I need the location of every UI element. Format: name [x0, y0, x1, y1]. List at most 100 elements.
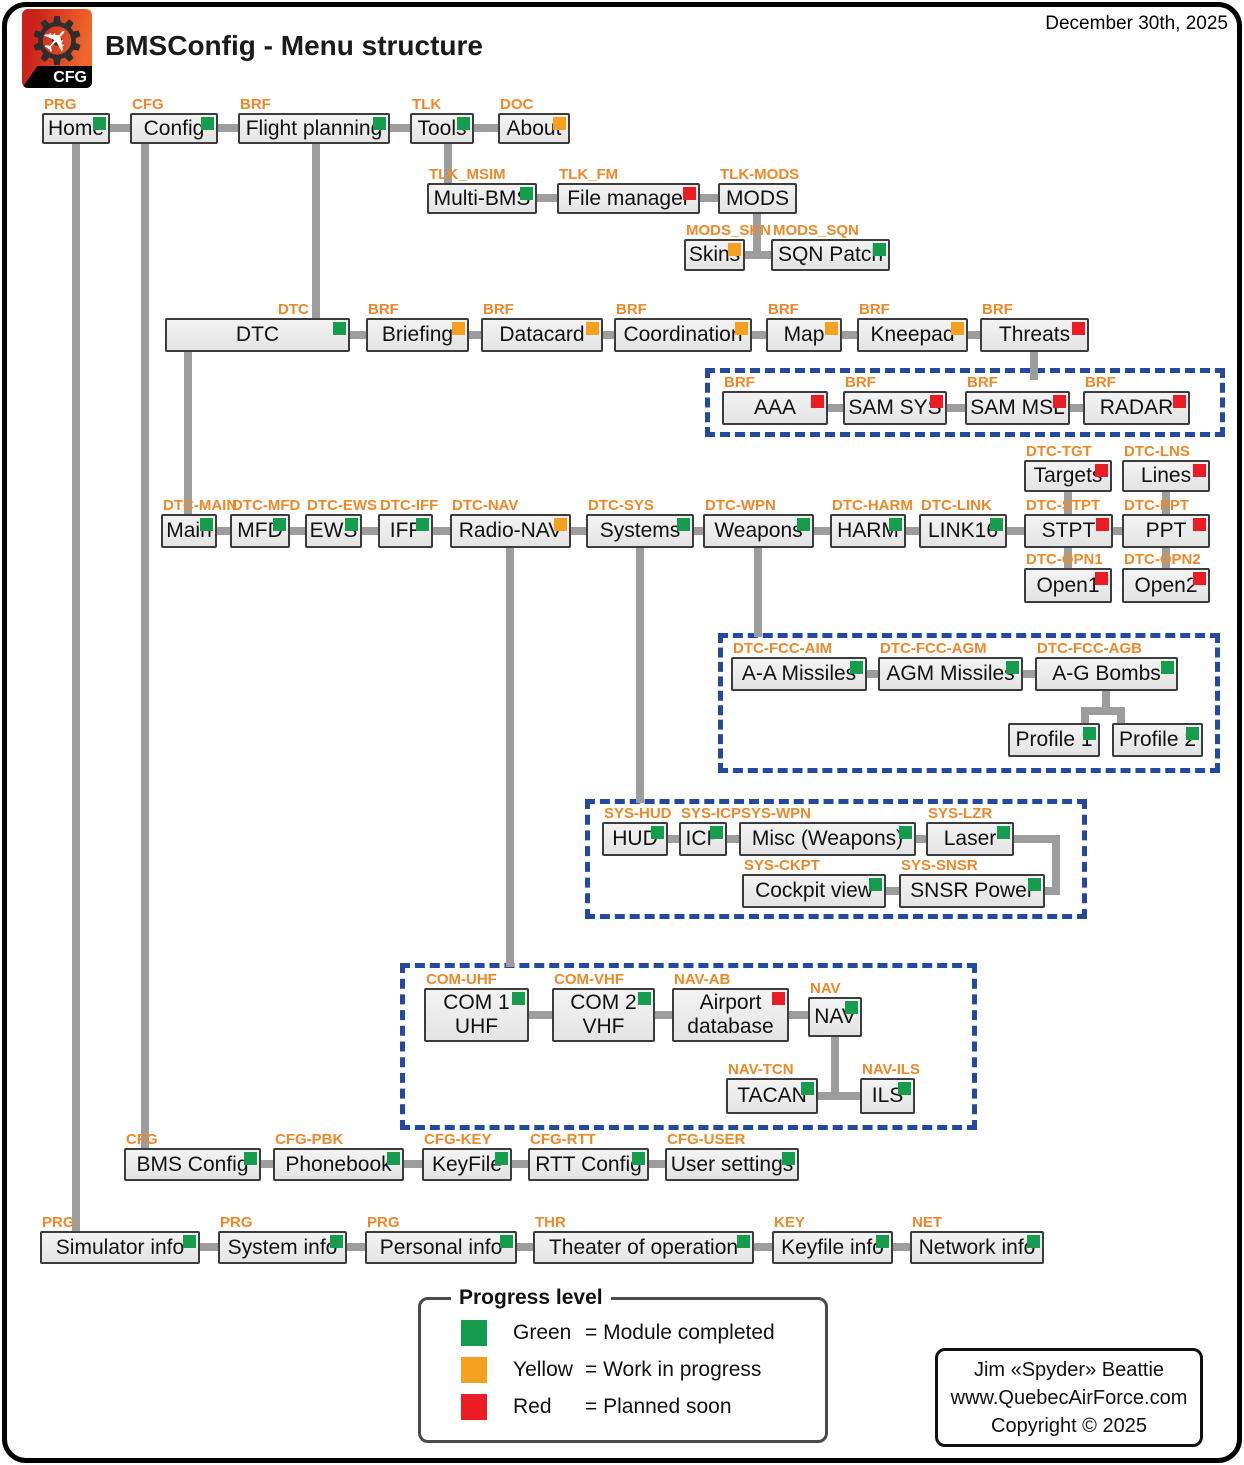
- box-systems: Systems: [586, 514, 694, 548]
- box-aaa: AAA: [722, 391, 828, 425]
- node-datacard: BRF Datacard: [481, 302, 603, 352]
- connector-line: [886, 887, 899, 895]
- node-targets: DTC-TGT Targets: [1024, 444, 1112, 492]
- box-tacan: TACAN: [726, 1078, 818, 1114]
- tag-tacan: NAV-TCN: [728, 1061, 794, 1078]
- tag-briefing: BRF: [368, 301, 399, 318]
- label-skins: Skins: [688, 243, 741, 267]
- label-targets: Targets: [1033, 464, 1103, 488]
- box-misc-weapons: Misc (Weapons): [739, 822, 916, 856]
- label-open2: Open2: [1134, 573, 1198, 597]
- tag-datacard: BRF: [483, 301, 514, 318]
- label-misc-weapons: Misc (Weapons): [751, 827, 904, 851]
- box-ag-bombs: A-G Bombs: [1035, 657, 1178, 691]
- label-datacard: Datacard: [499, 323, 585, 347]
- connector-line: [350, 331, 366, 339]
- label-file-manager: File manager: [567, 186, 690, 210]
- status-square-red: [1193, 518, 1206, 531]
- tag-ews: DTC-EWS: [307, 497, 377, 514]
- box-network-info: Network info: [910, 1231, 1044, 1264]
- box-bms-config: BMS Config: [124, 1148, 261, 1181]
- legend-item-red: Red= Planned soon: [461, 1394, 825, 1420]
- status-square-yellow: [728, 243, 741, 256]
- status-square-green: [1083, 727, 1096, 740]
- status-square-green: [200, 518, 213, 531]
- label-aa-missiles: A-A Missiles: [741, 662, 857, 686]
- box-config: Config: [130, 113, 218, 144]
- legend-desc: = Work in progress: [585, 1358, 762, 1381]
- status-square-green: [677, 518, 690, 531]
- status-square-red: [930, 395, 943, 408]
- label-com1-uhf: UHF: [454, 1015, 499, 1038]
- box-stpt: STPT: [1024, 514, 1113, 548]
- connector-line: [700, 194, 718, 202]
- connector-line: [814, 527, 830, 535]
- status-square-yellow: [825, 322, 838, 335]
- legend-desc: = Planned soon: [585, 1395, 732, 1418]
- status-square-red: [1095, 464, 1108, 477]
- status-square-green: [1186, 727, 1199, 740]
- tag-com2-vhf: COM-VHF: [554, 971, 624, 988]
- connector-line: [649, 1160, 665, 1168]
- connector-line: [1045, 887, 1060, 895]
- tag-nav: NAV: [810, 980, 841, 997]
- status-square-green: [1028, 878, 1041, 891]
- box-keyfile-info: Keyfile info: [772, 1231, 893, 1264]
- status-square-red: [1173, 395, 1186, 408]
- tag-mods: TLK-MODS: [720, 166, 800, 183]
- label-link16: LINK16: [927, 519, 999, 543]
- tag-skins: MODS_SKN: [686, 222, 772, 239]
- box-mfd: MFD: [230, 514, 290, 548]
- connector-line: [469, 331, 481, 339]
- group-outline-radionav-group: [400, 963, 977, 1130]
- group-outline-weapons-group: [718, 633, 1220, 773]
- status-square-green: [512, 992, 525, 1005]
- connector-line: [1064, 492, 1072, 514]
- connector-line: [433, 527, 450, 535]
- status-square-red: [683, 187, 696, 200]
- tag-radio-nav: DTC-NAV: [452, 497, 519, 514]
- node-profile-1: Profile 1: [1008, 723, 1100, 757]
- box-personal-info: Personal info: [365, 1231, 517, 1264]
- status-square-green: [737, 1235, 750, 1248]
- tag-multi-bms: TLK_MSIM: [429, 166, 506, 183]
- connector-line: [1014, 835, 1060, 843]
- connector-line: [141, 144, 149, 1148]
- tag-network-info: NET: [912, 1214, 942, 1231]
- box-flight-planning: Flight planning: [238, 113, 390, 144]
- tag-targets: DTC-TGT: [1026, 443, 1092, 460]
- label-harm: HARM: [837, 519, 899, 543]
- status-square-green: [201, 117, 214, 130]
- status-square-yellow: [586, 322, 599, 335]
- status-square-red: [1096, 518, 1109, 531]
- connector-line: [474, 124, 498, 132]
- tag-ppt: DTC-PPT: [1124, 497, 1189, 514]
- label-flight-planning: Flight planning: [245, 116, 383, 140]
- status-square-green: [997, 826, 1010, 839]
- group-outline-systems-group: [585, 799, 1087, 919]
- connector-line: [217, 527, 230, 535]
- tag-cockpit-view: SYS-CKPT: [744, 857, 820, 874]
- label-cockpit-view: Cockpit view: [755, 879, 873, 903]
- connector-line: [1113, 527, 1122, 535]
- label-briefing: Briefing: [381, 323, 454, 347]
- label-phonebook: Phonebook: [285, 1152, 392, 1176]
- status-square-green: [495, 1152, 508, 1165]
- label-ils: ILS: [871, 1084, 904, 1108]
- tag-radar: BRF: [1085, 374, 1116, 391]
- label-about: About: [506, 116, 562, 140]
- tag-dtc: DTC: [278, 301, 309, 318]
